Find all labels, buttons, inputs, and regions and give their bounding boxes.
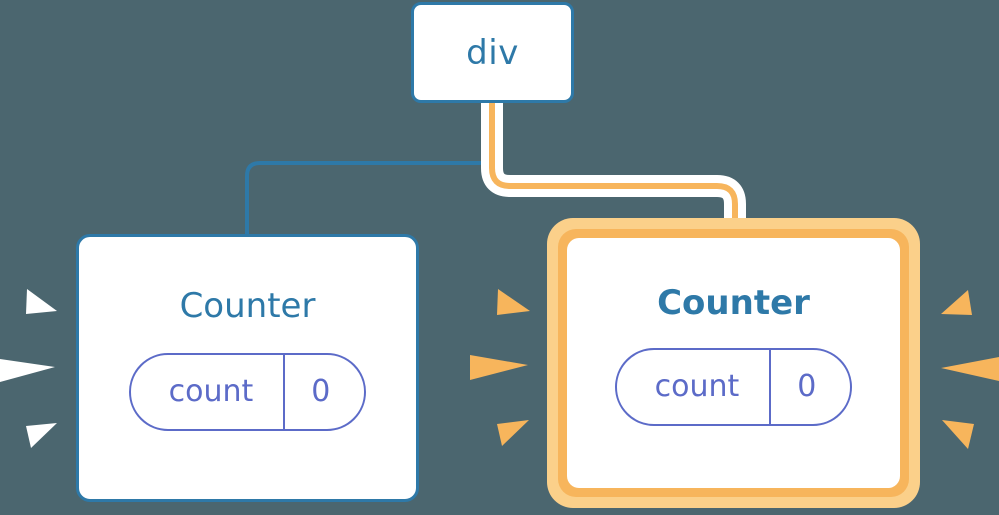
node-counter-left[interactable]: Counter count 0	[76, 234, 419, 502]
state-pill-divider	[283, 355, 286, 429]
edge-div-to-counter-right-path	[489, 100, 738, 243]
state-value-counter-left: 0	[311, 374, 331, 409]
state-pill-counter-right[interactable]: count 0	[614, 348, 853, 426]
node-counter-right-label: Counter	[657, 283, 810, 323]
edge-div-to-counter-left-path	[245, 101, 494, 238]
state-pill-counter-left[interactable]: count 0	[128, 353, 367, 431]
state-key-counter-right: count	[654, 369, 740, 404]
node-counter-right[interactable]: Counter count 0	[547, 218, 920, 508]
state-pill-divider	[769, 350, 772, 424]
state-value-counter-right: 0	[797, 369, 817, 404]
node-counter-left-label: Counter	[179, 286, 316, 326]
node-counter-right-highlight-ring: Counter count 0	[558, 229, 909, 497]
node-div-label: div	[466, 32, 519, 73]
node-div[interactable]: div	[411, 2, 574, 103]
node-counter-right-body: Counter count 0	[567, 238, 900, 488]
state-key-counter-left: count	[168, 374, 254, 409]
